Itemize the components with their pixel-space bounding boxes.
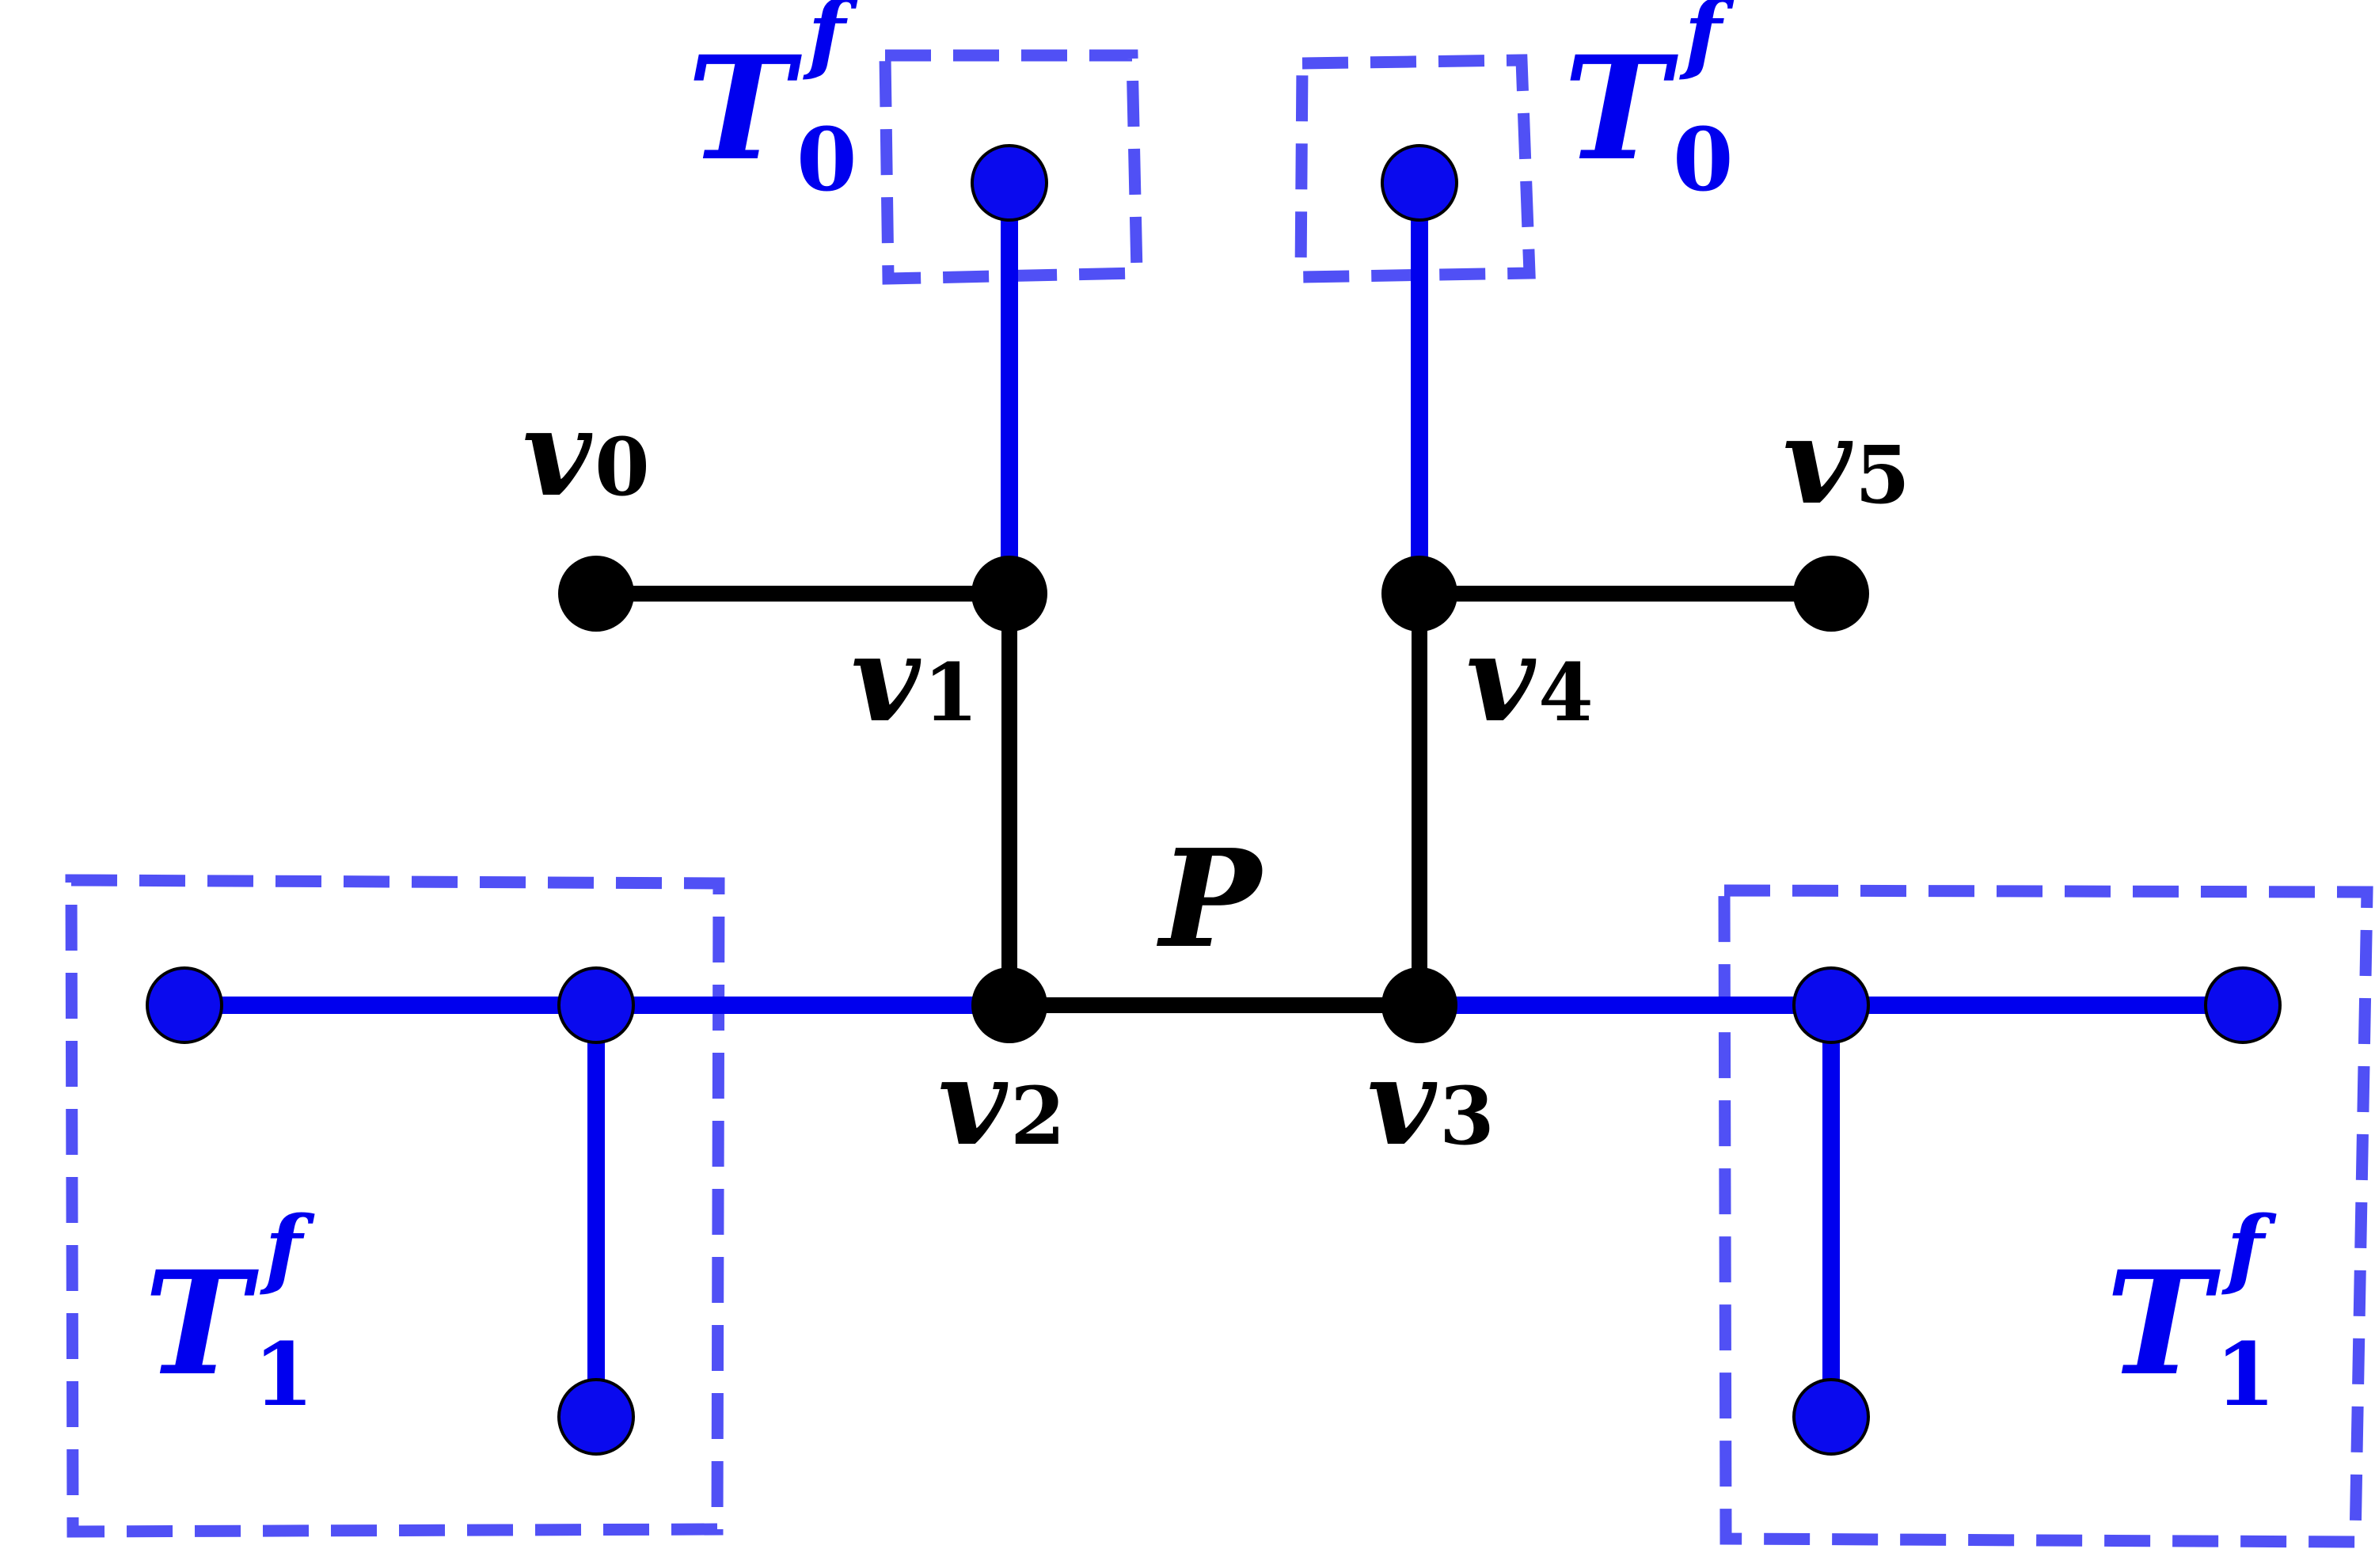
path-nodes (558, 556, 1869, 1043)
node-v1 (971, 556, 1047, 632)
node-t1-right-leaf (2204, 966, 2282, 1044)
label-v3: v3 (1367, 1033, 1495, 1172)
path-edges (588, 586, 1839, 1013)
label-t0-left: T0f (687, 0, 859, 211)
node-t1-left-leaf (146, 966, 223, 1044)
node-t0-right (1381, 144, 1458, 222)
node-v0 (558, 556, 634, 632)
forest-edges (176, 174, 2252, 1426)
label-path-p: P (1157, 820, 1264, 978)
label-v0: v0 (522, 384, 650, 523)
node-v4 (1381, 556, 1457, 632)
node-v5 (1793, 556, 1869, 632)
box-t1-left (65, 874, 725, 1538)
box-t1-right (1718, 884, 2373, 1548)
node-t1-right-bottom (1792, 1378, 1870, 1456)
label-v5: v5 (1783, 392, 1910, 531)
node-t1-left-center (557, 966, 635, 1044)
vertex-labels: v0 v1 v2 v3 v4 v5 P (522, 384, 1910, 1172)
node-v3 (1381, 967, 1457, 1043)
dashed-boxes (65, 49, 2373, 1548)
box-t0-right (1294, 54, 1536, 283)
label-v4: v4 (1466, 609, 1594, 749)
label-t0-right: T0f (1564, 0, 1735, 211)
node-v2 (971, 967, 1047, 1043)
label-t1-right: T1f (2106, 1197, 2278, 1426)
node-t1-left-bottom (557, 1378, 635, 1456)
label-t1-left: T1f (144, 1197, 316, 1426)
node-t0-left (971, 144, 1048, 222)
forest-labels: T0f T0f T1f T1f (144, 0, 2278, 1426)
label-v1: v1 (851, 609, 978, 749)
forest-nodes (146, 144, 2282, 1456)
label-v2: v2 (938, 1033, 1066, 1172)
box-t0-left (879, 49, 1143, 285)
node-t1-right-center (1792, 966, 1870, 1044)
